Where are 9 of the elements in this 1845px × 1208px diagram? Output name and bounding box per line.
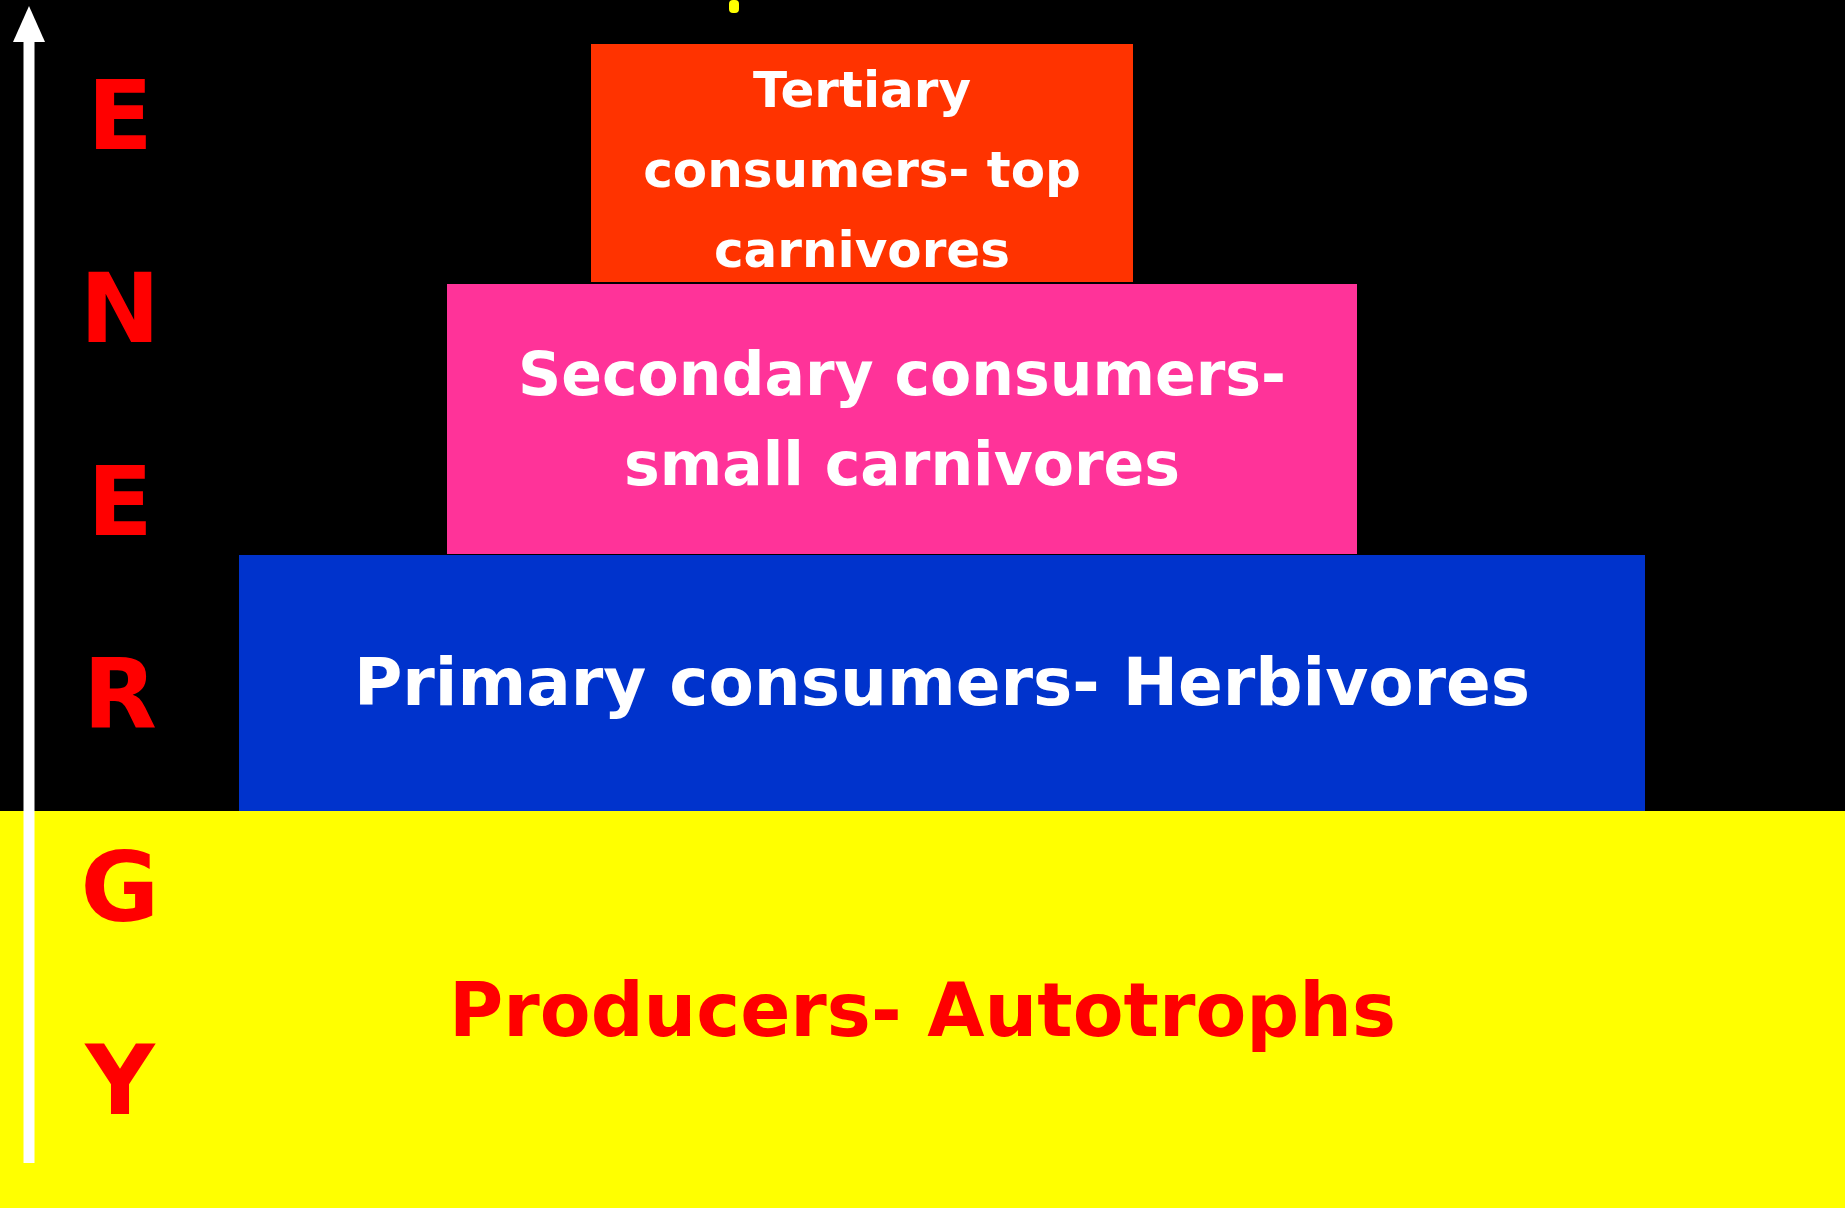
axis-label: ENERGY <box>78 59 162 1139</box>
level-label: Primary consumers- Herbivores <box>353 643 1531 723</box>
level-label: Tertiary consumers- top carnivores <box>642 60 1082 281</box>
tertiary-level-block <box>591 44 1133 282</box>
primary-level-block <box>239 555 1645 811</box>
producer-level-band <box>0 811 1845 1208</box>
secondary-level-block <box>447 284 1357 554</box>
level-label: Secondary consumers- small carnivores <box>517 338 1287 501</box>
level-label: Producers- Autotrophs <box>449 965 1396 1055</box>
